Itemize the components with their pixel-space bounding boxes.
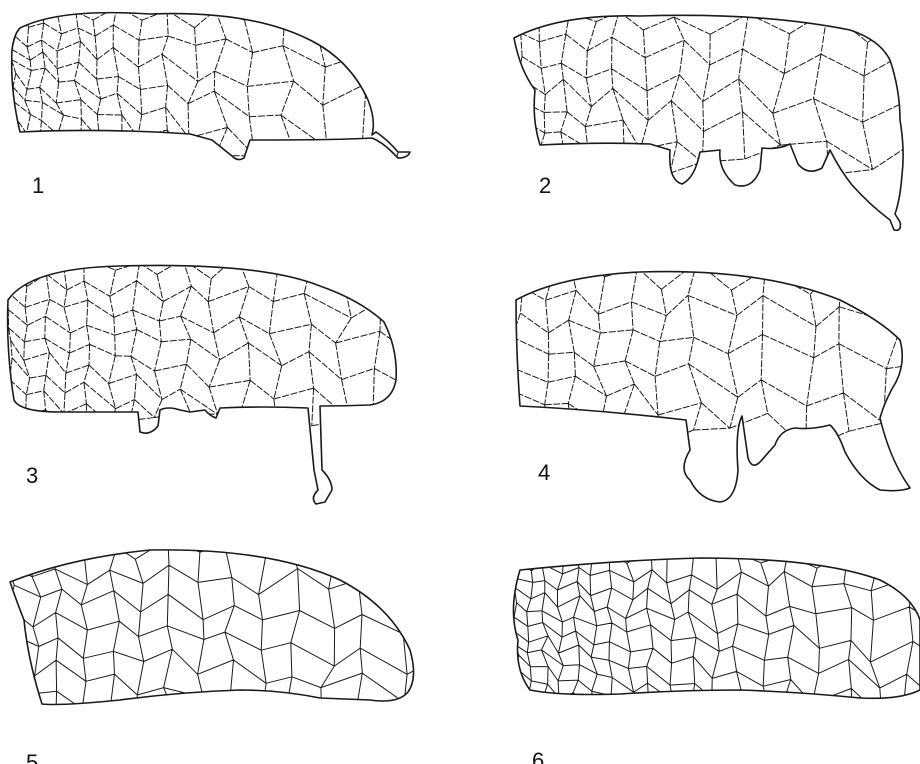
figure-5-label: 5: [26, 750, 38, 764]
figure-5-cell-walls: [8, 535, 445, 728]
figure-4: 4: [512, 259, 920, 502]
figure-2: 2: [514, 11, 915, 231]
figure-2-cell-walls: [516, 11, 915, 177]
figure-3-outline: [8, 265, 397, 504]
figure-3-cells: [6, 255, 425, 434]
figure-6-cell-walls: [513, 548, 920, 728]
figure-5-cells: [8, 535, 445, 728]
figure-4-label: 4: [538, 460, 550, 485]
figure-1-outline: [12, 13, 410, 160]
figure-6-cells: [513, 548, 920, 728]
figure-2-label: 2: [539, 173, 551, 198]
figure-4-cell-walls: [512, 259, 920, 449]
figure-5: 5: [8, 535, 445, 764]
figure-1-label: 1: [32, 173, 44, 198]
figure-2-cells: [516, 11, 915, 177]
figure-5-outline: [10, 550, 414, 705]
figure-2-outline: [514, 15, 903, 230]
figure-1-cell-walls: [11, 3, 413, 162]
figure-1-cells: [11, 3, 413, 162]
figure-4-cells: [512, 259, 920, 449]
figure-1: 1: [11, 3, 413, 198]
figure-6-label: 6: [532, 748, 544, 764]
figure-3-label: 3: [26, 463, 38, 488]
figure-3: 3: [6, 255, 425, 504]
figure-3-cell-walls: [6, 255, 425, 434]
figure-6: 6: [513, 548, 920, 764]
